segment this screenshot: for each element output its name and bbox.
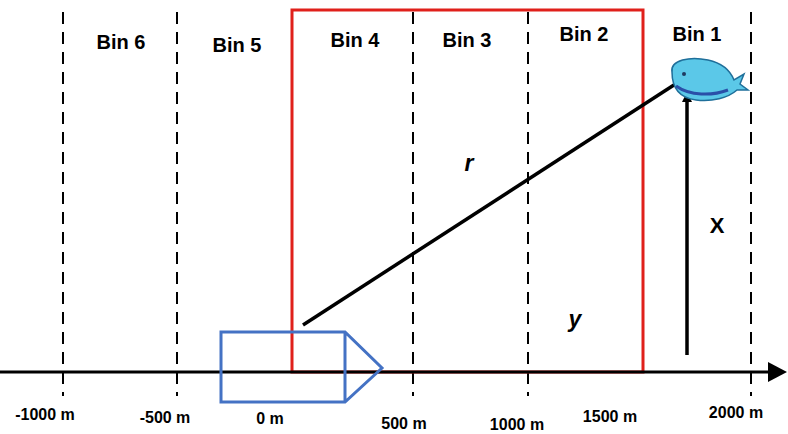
range-vector (303, 72, 694, 325)
axis-arrowhead (768, 362, 787, 382)
variable-label: X (708, 214, 727, 238)
whale (672, 59, 748, 101)
bin-label: Bin 4 (329, 29, 382, 51)
distance-label: 1000 m (488, 416, 546, 434)
variable-label: r (463, 151, 476, 176)
ship (221, 332, 382, 402)
track-axis (0, 371, 770, 374)
distance-label: -500 m (138, 409, 193, 427)
bin-label: Bin 1 (671, 23, 724, 45)
distance-label: 500 m (379, 415, 428, 433)
distance-label: 1500 m (581, 408, 639, 426)
bin-label: Bin 5 (211, 34, 264, 56)
variable-label: y (567, 307, 584, 332)
bin-label: Bin 3 (441, 29, 494, 51)
perpendicular-vector (685, 94, 689, 355)
bin-label: Bin 6 (95, 31, 148, 53)
bin-boundaries (63, 12, 751, 396)
bin-label: Bin 2 (558, 23, 611, 45)
distance-label: 2000 m (707, 404, 765, 422)
detection-window (292, 10, 643, 372)
distance-label: -1000 m (13, 406, 77, 424)
distance-label: 0 m (254, 410, 286, 428)
